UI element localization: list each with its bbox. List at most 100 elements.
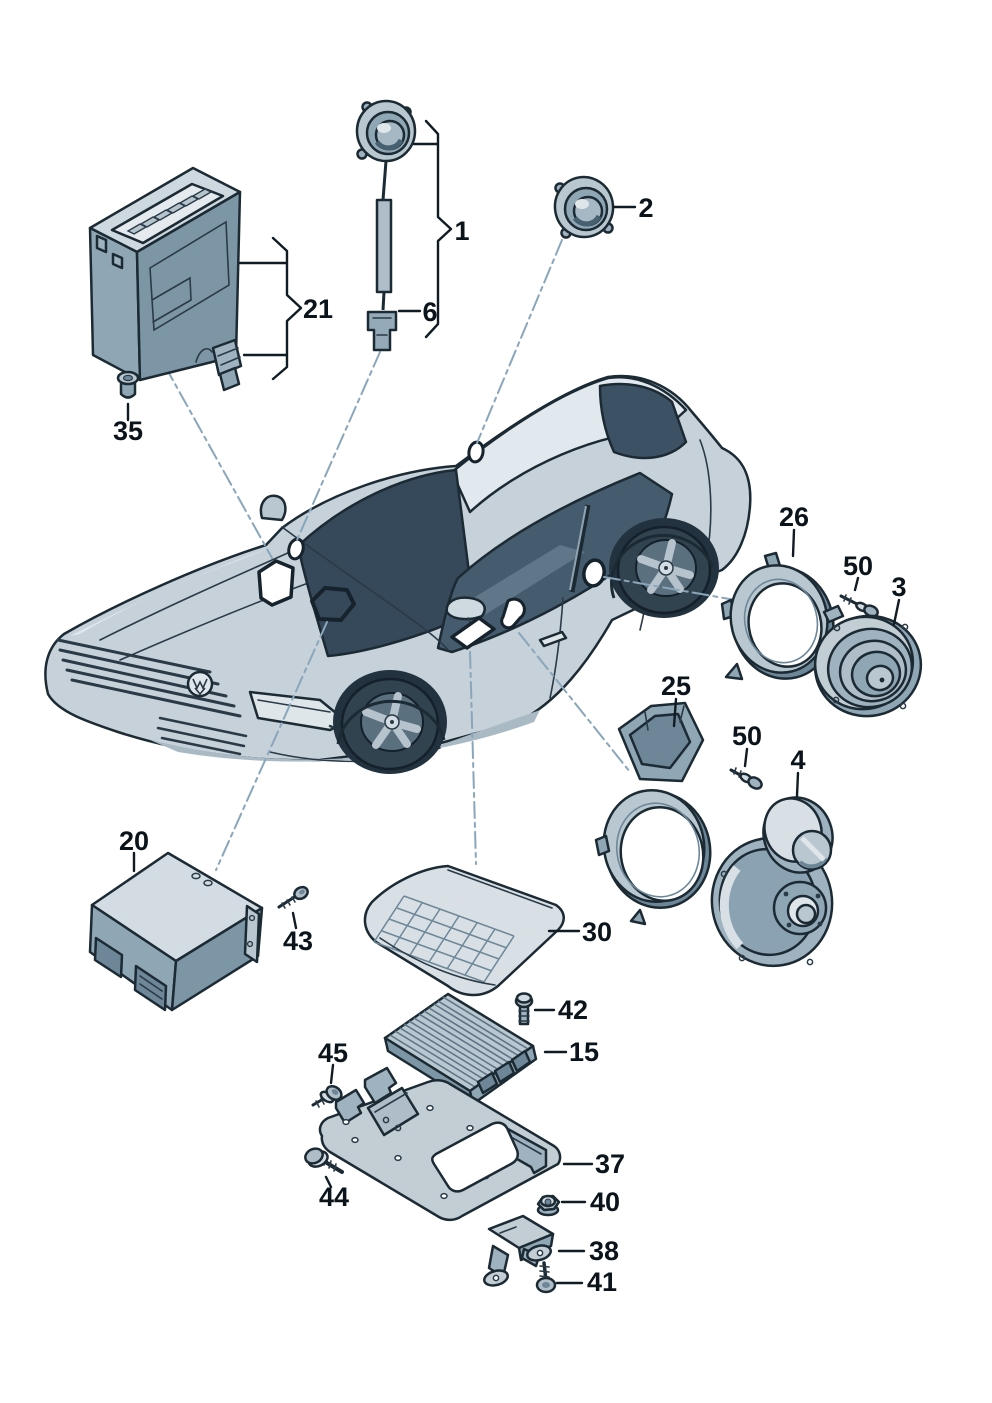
callout-1[interactable]: 1 <box>412 119 470 339</box>
part-number[interactable]: 6 <box>422 297 437 327</box>
rear-tweeter-drawing <box>553 175 615 239</box>
marker-circle-quarter <box>582 558 606 588</box>
radio-unit-drawing <box>88 166 243 399</box>
left-mirror <box>259 494 287 522</box>
marker-window-square <box>257 559 295 607</box>
bolt-42-drawing <box>514 992 534 1026</box>
shoulder-line <box>281 526 449 651</box>
callout-42[interactable]: 42 <box>533 995 588 1025</box>
vw-badge <box>186 670 214 698</box>
bolt-44-drawing <box>304 1147 344 1174</box>
marker-parallelogram-door <box>450 616 496 650</box>
callout-50-front[interactable]: 50 <box>732 721 762 768</box>
callout-21[interactable]: 21 <box>238 236 333 381</box>
speaker-ring-rear-drawing <box>720 551 835 681</box>
part-number[interactable]: 2 <box>638 193 653 223</box>
leader-line <box>476 239 563 444</box>
callout-37[interactable]: 37 <box>562 1149 625 1179</box>
screw-35-drawing <box>116 370 140 399</box>
nut-40-drawing <box>536 1194 561 1217</box>
connector-6-drawing <box>366 310 398 352</box>
amp-ribs <box>389 996 529 1088</box>
headlight-detail <box>257 699 331 713</box>
part-number[interactable]: 38 <box>589 1236 619 1266</box>
callout-26[interactable]: 26 <box>779 502 809 558</box>
marker-circle-dash <box>287 537 305 561</box>
part-number[interactable]: 35 <box>113 416 143 446</box>
callout-43[interactable]: 43 <box>283 911 313 956</box>
front-door-handle <box>538 630 568 648</box>
part-number[interactable]: 15 <box>569 1037 599 1067</box>
b-pillar-highlight <box>569 505 587 591</box>
part-number[interactable]: 25 <box>661 671 691 701</box>
tweeter-lead-wire <box>381 160 388 201</box>
leader-line <box>603 576 742 602</box>
leader-line <box>215 621 328 871</box>
mounting-plate-drawing <box>304 1066 562 1222</box>
callouts: 1 6 2 21 35 26 50 3 <box>113 119 907 1297</box>
part-number[interactable]: 50 <box>843 551 873 581</box>
part-number[interactable]: 30 <box>582 917 612 947</box>
part-number[interactable]: 26 <box>779 502 809 532</box>
bracket-38-drawing <box>483 1214 557 1294</box>
part-number[interactable]: 41 <box>587 1267 617 1297</box>
leader-line <box>296 351 381 541</box>
leader-line <box>518 632 631 773</box>
screw-43-drawing <box>277 885 309 909</box>
callout-2[interactable]: 2 <box>612 193 654 223</box>
callout-41[interactable]: 41 <box>555 1267 617 1297</box>
b-pillar <box>569 504 591 593</box>
part-number[interactable]: 50 <box>732 721 762 751</box>
hood-crease <box>119 577 323 661</box>
part-number[interactable]: 37 <box>595 1149 625 1179</box>
rivet-rear-drawing <box>839 594 879 618</box>
marker-keyhole-door <box>500 597 526 630</box>
part-number[interactable]: 3 <box>891 572 906 602</box>
right-mirror <box>445 596 486 621</box>
callout-4[interactable]: 4 <box>790 745 806 798</box>
glass-highlight <box>470 545 585 618</box>
part-number[interactable]: 43 <box>283 926 313 956</box>
rear-speaker-drawing <box>813 604 923 718</box>
rear-wheel <box>609 518 719 618</box>
part-number[interactable]: 4 <box>790 745 805 775</box>
leader-line <box>469 651 477 865</box>
callout-30[interactable]: 30 <box>547 917 612 947</box>
callout-44[interactable]: 44 <box>319 1175 349 1212</box>
radio-connector <box>211 338 243 392</box>
front-tweeter-drawing <box>355 99 417 352</box>
callout-45[interactable]: 45 <box>318 1038 348 1085</box>
part-number[interactable]: 40 <box>590 1187 620 1217</box>
callout-38[interactable]: 38 <box>557 1236 619 1266</box>
rear-window-glass <box>598 382 688 460</box>
amp-cover-drawing <box>363 864 565 1026</box>
callout-3[interactable]: 3 <box>891 572 907 626</box>
screw-41-drawing <box>535 1261 557 1294</box>
vent-grid <box>373 895 515 983</box>
bass-speaker-drawing <box>710 796 834 968</box>
control-unit-drawing <box>88 851 309 1012</box>
callout-40[interactable]: 40 <box>560 1187 620 1217</box>
leader-lines <box>164 239 742 871</box>
callout-25[interactable]: 25 <box>661 671 691 728</box>
marker-hexagon <box>310 586 356 622</box>
part-number[interactable]: 42 <box>558 995 588 1025</box>
callout-20[interactable]: 20 <box>119 826 149 873</box>
radio-wire <box>195 348 213 363</box>
hood-crease <box>99 551 291 641</box>
leader-line <box>164 365 273 559</box>
rivet-front-drawing <box>729 767 763 790</box>
part-number[interactable]: 20 <box>119 826 149 856</box>
callout-50-rear[interactable]: 50 <box>843 551 873 592</box>
part-number[interactable]: 44 <box>319 1182 349 1212</box>
car-drawing <box>44 374 752 774</box>
callout-6[interactable]: 6 <box>397 297 438 327</box>
part-number[interactable]: 1 <box>454 216 469 246</box>
part-number[interactable]: 21 <box>303 294 333 324</box>
callout-15[interactable]: 15 <box>543 1037 599 1067</box>
part-number[interactable]: 45 <box>318 1038 348 1068</box>
speaker-bracket-front-drawing <box>594 701 712 926</box>
callout-35[interactable]: 35 <box>113 402 143 446</box>
